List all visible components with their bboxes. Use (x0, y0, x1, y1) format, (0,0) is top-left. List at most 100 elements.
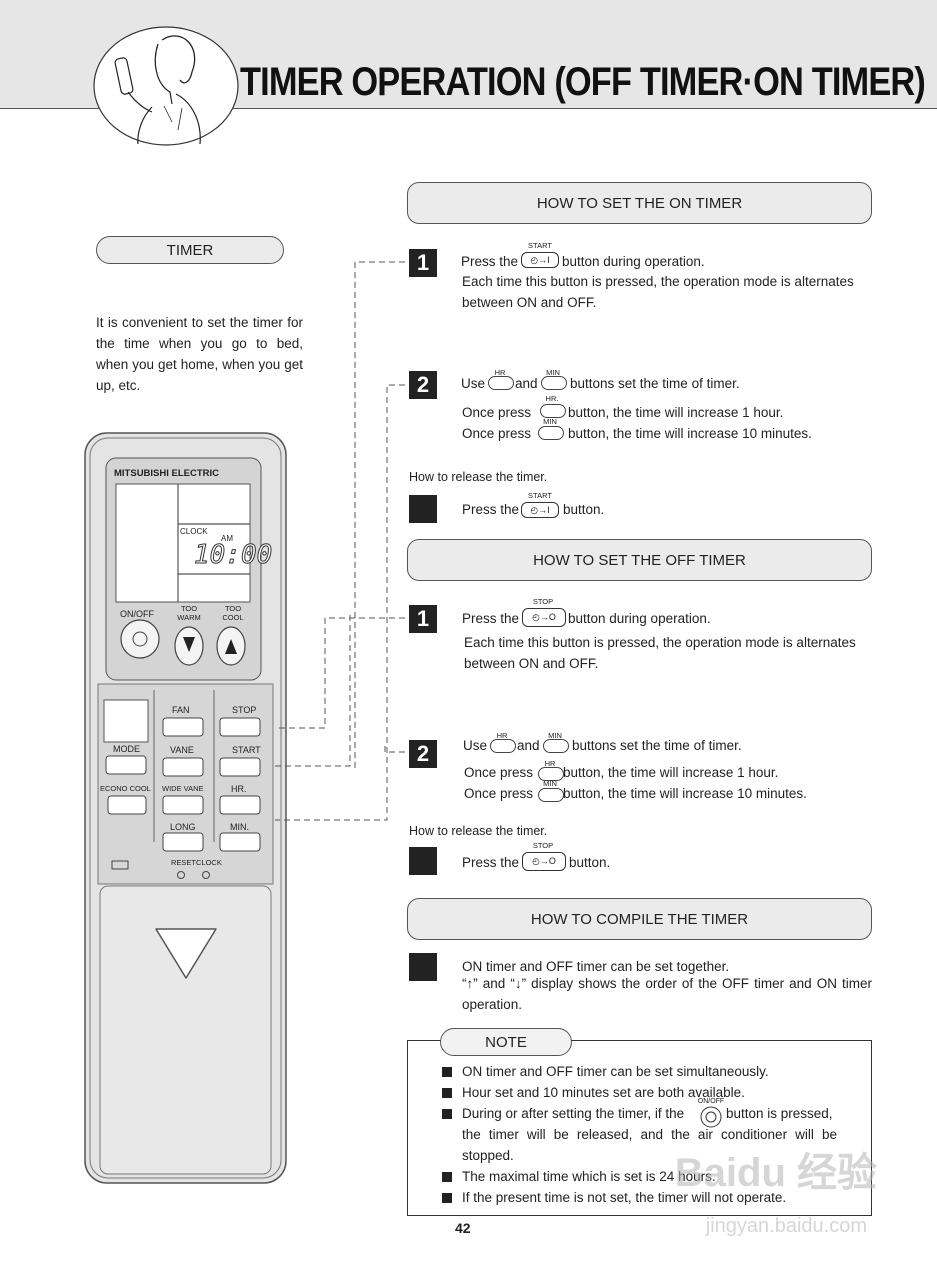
off-release-press: Press the (462, 855, 520, 870)
off-hr-line-after: button, the time will increase 1 hour. (563, 765, 779, 780)
on-step2-min-tag: MIN (546, 368, 560, 377)
remote-stop-label: STOP (232, 705, 257, 715)
stop-button-icon: ◴→O (522, 608, 566, 627)
off-step1-after: button during operation. (568, 611, 711, 626)
bullet-square-icon (442, 1193, 452, 1203)
hr-button-icon (540, 404, 566, 418)
off-step2-after: buttons set the time of timer. (572, 738, 742, 753)
off-step2-and: and (517, 738, 540, 753)
on-release-square (409, 495, 437, 523)
remote-body-icon (84, 432, 287, 1184)
note-item-3c: the timer will be released, and the air … (462, 1127, 837, 1163)
remote-am-label: AM (221, 534, 233, 543)
on-step1-detail: Each time this button is pressed, the op… (462, 274, 854, 310)
remote-hr-label: HR. (231, 784, 247, 794)
on-release-title: How to release the timer. (409, 470, 548, 484)
remote-vane-label: VANE (170, 745, 194, 755)
onoff-button-icon (700, 1106, 722, 1128)
off-step2-hr-tag: HR (496, 731, 508, 740)
on-min-tag: MIN (543, 417, 557, 426)
page-number: 42 (455, 1220, 471, 1236)
off-release-title: How to release the timer. (409, 824, 548, 838)
on-step2-after: buttons set the time of timer. (570, 376, 740, 391)
remote-clock-label: CLOCK (180, 527, 208, 536)
remote-long-label: LONG (170, 822, 196, 832)
note-item-4: The maximal time which is set is 24 hour… (442, 1166, 716, 1187)
remote-time-display: 10:00 (193, 540, 273, 571)
bullet-square-icon (442, 1088, 452, 1098)
on-step2-hr-tag: HR (494, 368, 506, 377)
note-item-1: ON timer and OFF timer can be set simult… (442, 1061, 769, 1082)
bullet-square-icon (442, 1172, 452, 1182)
watermark: Baidu 经验 (674, 1151, 877, 1195)
off-release-square (409, 847, 437, 875)
off-step2-use: Use (463, 738, 488, 753)
remote-econo-cool-label: ECONO COOL (100, 784, 151, 793)
off-step2-number: 2 (409, 740, 437, 768)
bullet-square-icon (442, 1109, 452, 1119)
on-step1-btn-label: START (528, 241, 552, 250)
watermark-url: jingyan.baidu.com (705, 1215, 867, 1237)
remote-start-label: START (232, 745, 261, 755)
note-item-5: If the present time is not set, the time… (442, 1187, 786, 1208)
remote-clock-button-label: CLOCK (196, 858, 222, 867)
compile-header: HOW TO COMPILE THE TIMER (407, 898, 872, 940)
note-onoff-btn-label: ON/OFF (697, 1098, 725, 1105)
person-illustration-icon (93, 26, 239, 146)
remote-reset-label: RESET (171, 858, 197, 867)
off-release-after: button. (569, 855, 611, 870)
min-button-icon (541, 376, 567, 390)
intro-text: It is convenient to set the timer for th… (96, 315, 303, 393)
off-timer-header: HOW TO SET THE OFF TIMER (407, 539, 872, 581)
on-min-line-after: button, the time will increase 10 minute… (568, 426, 812, 441)
off-step2-min-tag: MIN (548, 731, 562, 740)
on-min-once-press: Once press (462, 426, 532, 441)
on-hr-line-after: button, the time will increase 1 hour. (568, 405, 784, 420)
hr-button-icon (490, 739, 516, 753)
compile-line1: ON timer and OFF timer can be set togeth… (462, 959, 730, 974)
on-release-after: button. (563, 502, 605, 517)
off-hr-tag: HR (544, 759, 556, 768)
note-item-3a: During or after setting the timer, if th… (442, 1103, 684, 1124)
start-button-icon: ◴→I (521, 252, 559, 268)
remote-mode-label: MODE (113, 744, 140, 754)
remote-wide-vane-label: WIDE VANE (162, 784, 204, 793)
on-step1-press: Press the (461, 254, 519, 269)
remote-fan-label: FAN (172, 705, 190, 715)
off-step1-press: Press the (462, 611, 520, 626)
note-box: ON timer and OFF timer can be set simult… (407, 1040, 872, 1216)
on-step2-and: and (515, 376, 538, 391)
on-step1-number: 1 (409, 249, 437, 277)
min-button-icon (538, 426, 564, 440)
start-button-icon: ◴→I (521, 502, 559, 518)
on-timer-header: HOW TO SET THE ON TIMER (407, 182, 872, 224)
off-release-btn-label: STOP (532, 841, 554, 850)
hr-button-icon (488, 376, 514, 390)
remote-too-cool-label: TOO COOL (222, 604, 244, 622)
on-step2-use: Use (461, 376, 486, 391)
off-min-line-after: button, the time will increase 10 minute… (563, 786, 807, 801)
off-step1-number: 1 (409, 605, 437, 633)
compile-line2: “↑” and “↓” display shows the order of t… (462, 976, 872, 1012)
stop-button-icon: ◴→O (522, 852, 566, 871)
min-button-icon (538, 788, 564, 802)
off-hr-once-press: Once press (464, 765, 534, 780)
min-button-icon (543, 739, 569, 753)
note-item-3b: button is pressed, (726, 1106, 833, 1121)
remote-too-warm-label: TOO WARM (177, 604, 201, 622)
off-step1-detail: Each time this button is pressed, the op… (464, 635, 856, 671)
remote-min-label: MIN. (230, 822, 249, 832)
on-release-press: Press the (462, 502, 520, 517)
on-step1-after: button during operation. (562, 254, 705, 269)
off-min-once-press: Once press (464, 786, 534, 801)
page-title: TIMER OPERATION (OFF TIMER·ON TIMER) (240, 60, 926, 104)
compile-square (409, 953, 437, 981)
on-hr-tag: HR. (545, 394, 559, 403)
timer-pill: TIMER (96, 236, 284, 264)
note-label: NOTE (440, 1028, 572, 1056)
on-release-btn-label: START (528, 491, 552, 500)
on-step2-number: 2 (409, 371, 437, 399)
remote-control: MITSUBISHI ELECTRIC CLOCK AM 10:00 ON/OF… (84, 432, 287, 1184)
on-hr-once-press: Once press (462, 405, 532, 420)
off-step1-btn-label: STOP (532, 597, 554, 606)
